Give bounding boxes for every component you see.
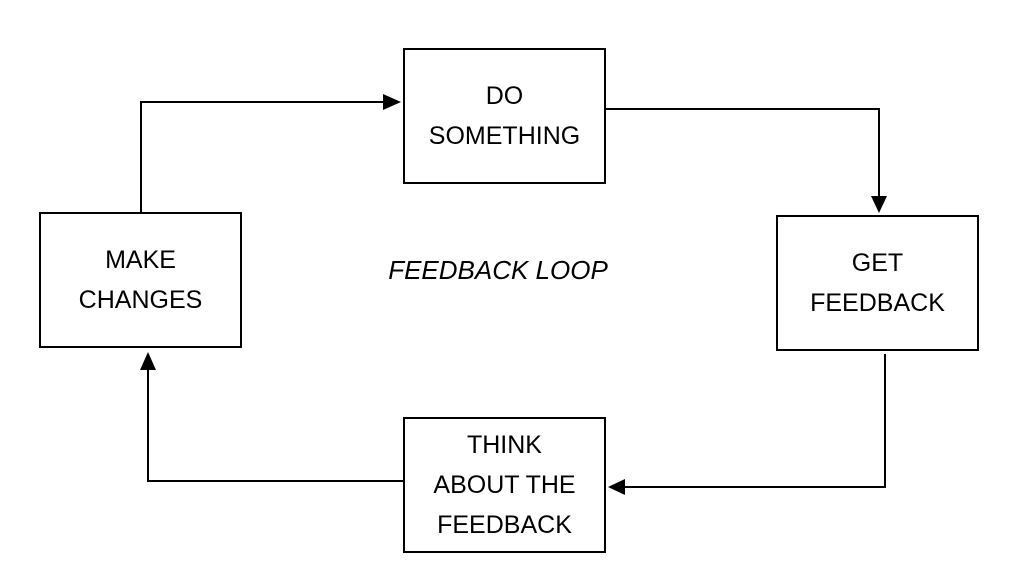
- arrow-think-to-make: [147, 368, 403, 482]
- node-think-about-feedback-label: THINK ABOUT THE FEEDBACK: [433, 431, 576, 539]
- node-think-about-feedback: THINK ABOUT THE FEEDBACK: [403, 417, 606, 553]
- arrowhead-into-think: [608, 479, 625, 495]
- arrowhead-into-get-feedback: [871, 196, 887, 213]
- arrowhead-into-do-something: [383, 94, 401, 110]
- node-get-feedback-label: GET FEEDBACK: [810, 249, 945, 317]
- diagram-title: FEEDBACK LOOP: [388, 255, 608, 285]
- node-make-changes-label: MAKE CHANGES: [78, 246, 203, 314]
- arrowhead-into-make-changes: [140, 352, 156, 370]
- node-get-feedback: GET FEEDBACK: [776, 215, 979, 351]
- node-do-something: DO SOMETHING: [403, 48, 606, 184]
- node-make-changes: MAKE CHANGES: [39, 212, 242, 348]
- node-do-something-label: DO SOMETHING: [428, 82, 581, 150]
- arrow-get-to-think: [624, 354, 886, 488]
- arrow-do-to-get: [606, 108, 880, 198]
- arrow-make-to-do: [140, 101, 385, 212]
